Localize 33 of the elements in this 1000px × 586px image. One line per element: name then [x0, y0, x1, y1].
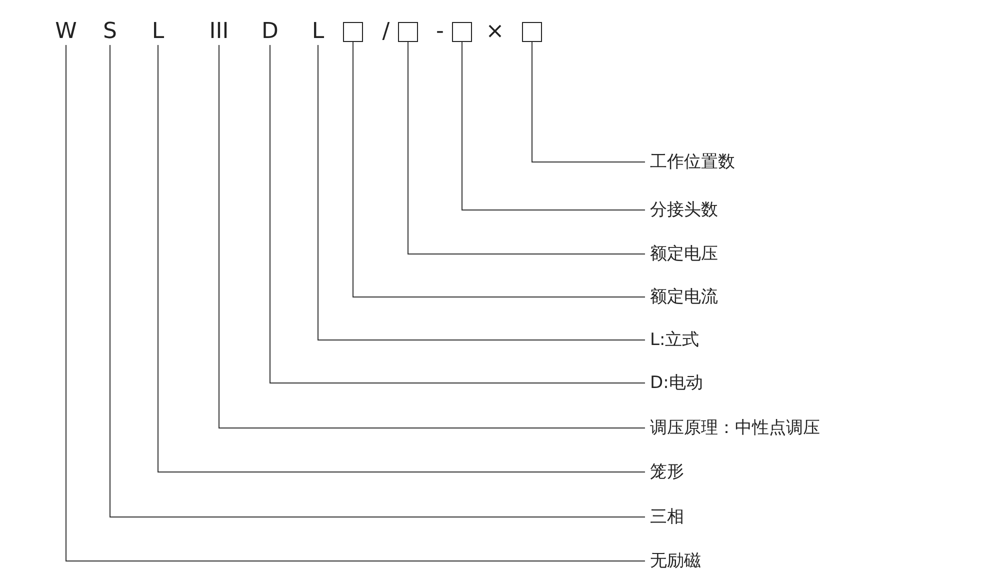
placeholder-box	[452, 22, 472, 42]
leader-line	[158, 44, 646, 472]
description-text: 无励磁	[650, 550, 701, 572]
description-text: 三相	[650, 506, 684, 528]
leader-line	[218, 44, 646, 428]
leader-line	[318, 44, 646, 340]
description-text: 调压原理：中性点调压	[650, 417, 820, 439]
separator-symbol: ×	[486, 19, 504, 45]
separator-symbol: /	[382, 19, 390, 45]
placeholder-box	[343, 22, 363, 42]
leader-line	[66, 44, 646, 562]
leader-line	[532, 42, 646, 162]
leader-line	[110, 44, 646, 518]
description-text: L:立式	[650, 329, 700, 351]
code-letter: W	[55, 19, 77, 45]
leader-line	[270, 44, 646, 384]
code-letter: D	[262, 19, 278, 45]
code-letter: L	[152, 19, 164, 45]
leader-line	[408, 42, 646, 254]
description-text: 分接头数	[650, 199, 718, 221]
leader-line	[352, 42, 646, 298]
leader-line	[462, 42, 646, 210]
description-text: 工作位置数	[650, 151, 735, 173]
description-text: 笼形	[650, 461, 684, 483]
separator-symbol: -	[436, 19, 444, 45]
description-text: 额定电压	[650, 243, 718, 265]
description-text: 额定电流	[650, 286, 718, 308]
description-text: D:电动	[650, 372, 703, 394]
placeholder-box	[522, 22, 542, 42]
code-letter: III	[209, 19, 229, 45]
code-letter: S	[103, 19, 117, 45]
code-letter: L	[312, 19, 324, 45]
placeholder-box	[398, 22, 418, 42]
